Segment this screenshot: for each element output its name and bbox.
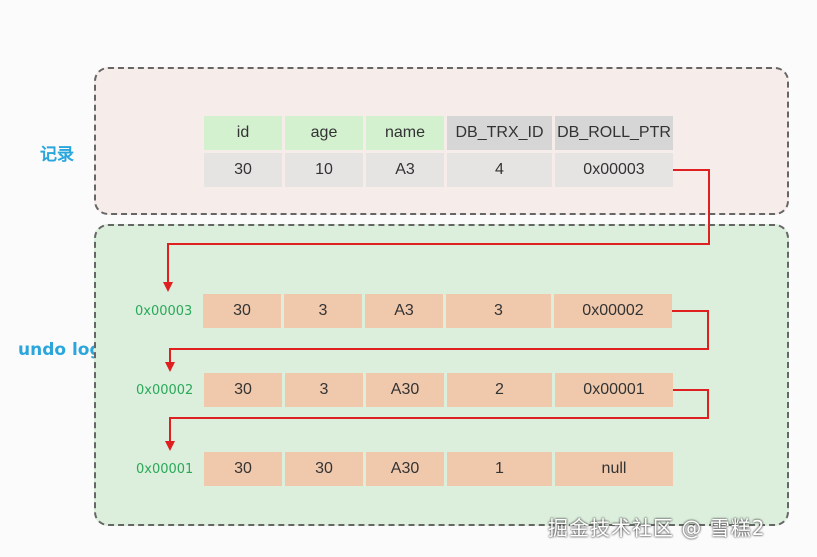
record-cell-id: 30 — [204, 153, 282, 187]
watermark: 掘金技术社区 @ 雪糕2 — [548, 516, 766, 540]
undo-2-db-trx-id: 2 — [447, 373, 552, 407]
undo-3-db-roll-ptr: null — [555, 452, 673, 486]
record-cell-db-trx-id: 4 — [447, 153, 552, 187]
header-name: name — [366, 116, 444, 150]
undo-1-name: A3 — [365, 294, 443, 328]
undo-2-name: A30 — [366, 373, 444, 407]
undo-address-3: 0x00001 — [136, 462, 194, 477]
header-age: age — [285, 116, 363, 150]
record-cell-db-roll-ptr: 0x00003 — [555, 153, 673, 187]
header-id: id — [204, 116, 282, 150]
undo-3-id: 30 — [204, 452, 282, 486]
undo-address-1: 0x00003 — [135, 304, 193, 319]
header-db-trx-id: DB_TRX_ID — [447, 116, 552, 150]
undo-1-id: 30 — [203, 294, 281, 328]
undo-2-age: 3 — [285, 373, 363, 407]
undo-2-id: 30 — [204, 373, 282, 407]
undo-log-label: undo log — [18, 340, 94, 360]
undo-3-name: A30 — [366, 452, 444, 486]
undo-address-2: 0x00002 — [136, 383, 194, 398]
undo-3-age: 30 — [285, 452, 363, 486]
undo-3-db-trx-id: 1 — [447, 452, 552, 486]
record-label: 记录 — [40, 145, 74, 165]
roll-ptr-arrow-2 — [165, 310, 709, 372]
record-cell-name: A3 — [366, 153, 444, 187]
header-db-roll-ptr: DB_ROLL_PTR — [555, 116, 673, 150]
record-cell-age: 10 — [285, 153, 363, 187]
undo-1-db-trx-id: 3 — [446, 294, 551, 328]
roll-ptr-arrow-3 — [165, 389, 709, 451]
undo-1-age: 3 — [284, 294, 362, 328]
roll-ptr-arrow-1 — [163, 169, 710, 292]
undo-2-db-roll-ptr: 0x00001 — [555, 373, 673, 407]
undo-1-db-roll-ptr: 0x00002 — [554, 294, 672, 328]
